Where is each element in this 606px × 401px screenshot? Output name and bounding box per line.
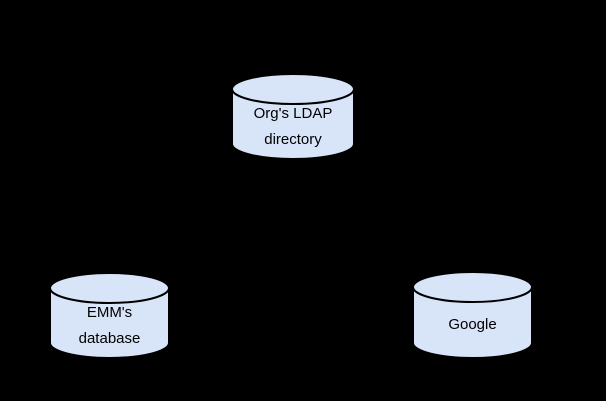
database-cylinder-icon <box>412 271 533 359</box>
database-cylinder-icon <box>49 272 170 359</box>
database-cylinder-icon <box>231 73 355 160</box>
node-emms-database: EMM's database <box>49 272 170 359</box>
node-google: Google <box>412 271 533 359</box>
node-orgs-ldap-directory: Org's LDAP directory <box>231 73 355 160</box>
